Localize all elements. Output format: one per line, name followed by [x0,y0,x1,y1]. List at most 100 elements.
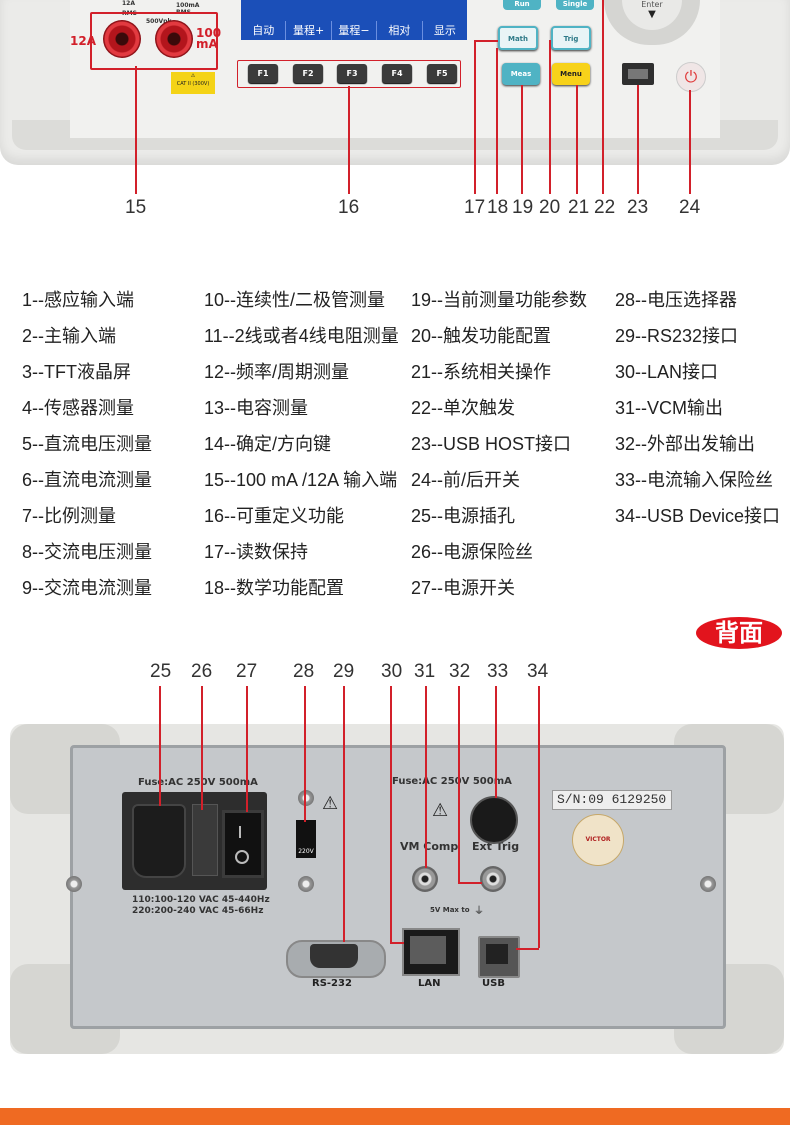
leader-20 [549,40,551,194]
callout-27: 27 [236,661,258,682]
leader-25 [159,686,161,806]
leader-28 [304,686,306,822]
vm-comp-bnc[interactable] [412,866,438,892]
legend-item: 3--TFT液晶屏 [22,362,131,382]
f3-button[interactable]: F3 [337,64,367,83]
legend-item: 7--比例测量 [22,506,116,526]
leader-18 [496,48,498,194]
callout-22: 22 [594,197,616,218]
power-inlet[interactable] [132,804,186,878]
screw [66,876,82,892]
f2-button[interactable]: F2 [293,64,323,83]
trig-button[interactable]: Trig [551,26,591,50]
single-button[interactable]: Single [556,0,594,10]
cat-warning-label: ⚠ CAT II (300V) [171,72,215,94]
f5-button[interactable]: F5 [427,64,457,83]
lan-port-inner [410,936,446,964]
ground-icon: ⏚ [474,906,484,917]
leader-24 [689,90,691,194]
legend-item: 28--电压选择器 [615,290,738,310]
warning-icon: ⚠ [190,73,196,79]
switch-off-mark [235,850,249,864]
callout-34: 34 [527,661,549,682]
callout-25: 25 [150,661,172,682]
leader-29 [343,686,345,942]
legend-item: 18--数学功能配置 [204,578,345,598]
lan-label: LAN [418,978,441,989]
callout-18: 18 [487,197,509,218]
power-fuse-holder[interactable] [192,804,218,876]
warning-icon: ⚠ [322,793,339,814]
legend-item: 14--确定/方向键 [204,434,332,454]
math-button[interactable]: Math [498,26,538,50]
menu-button[interactable]: Menu [552,63,590,85]
leader-34-h [516,948,539,950]
100ma-input-jack[interactable] [155,20,193,58]
vpk-label: 500Vpk [146,18,172,25]
screw [298,790,314,806]
ext-trig-bnc[interactable] [480,866,506,892]
rs232-label: RS-232 [312,978,352,989]
callout-21: 21 [568,197,590,218]
legend-item: 11--2线或者4线电阻测量 [204,326,399,346]
fuse-label-left: Fuse:AC 250V 500mA [138,777,258,788]
callout-16: 16 [338,197,360,218]
callout-29: 29 [333,661,355,682]
callout-24: 24 [679,197,701,218]
leader-23 [637,85,639,194]
usb-host-port[interactable] [622,63,654,85]
softkey-range-up: 量程+ [286,21,332,40]
legend-item: 27--电源开关 [411,578,516,598]
leader-30-h [390,942,404,944]
fuse-label-right: Fuse:AC 250V 500mA [392,776,512,787]
legend-item: 15--100 mA /12A 输入端 [204,470,398,490]
callout-26: 26 [191,661,213,682]
current-fuse-cap[interactable] [470,796,518,844]
chevron-down-icon: ▼ [648,9,656,20]
voltage-selector[interactable]: 220V [296,820,316,858]
usb-label: USB [482,978,505,989]
footer-bar [0,1108,790,1125]
12a-input-jack[interactable] [103,20,141,58]
legend-item: 31--VCM输出 [615,398,724,418]
ext-trig-label: Ext Trig [472,840,520,853]
max-5v-label: 5V Max to [430,906,470,914]
switch-on-mark [239,826,241,838]
legend-item: 22--单次触发 [411,398,516,418]
callout-31: 31 [414,661,436,682]
callout-19: 19 [512,197,534,218]
meas-button[interactable]: Meas [502,63,540,85]
legend-item: 21--系统相关操作 [411,362,552,382]
legend-item: 24--前/后开关 [411,470,521,490]
rs232-port-inner [310,944,358,968]
screen-softkey-bar: 自动 量程+ 量程− 相对 显示 [241,21,467,40]
legend-item: 17--读数保持 [204,542,309,562]
legend-item: 4--传感器测量 [22,398,134,418]
legend-item: 13--电容测量 [204,398,309,418]
callout-30: 30 [381,661,403,682]
vm-comp-label: VM Comp [400,840,459,853]
softkey-range-down: 量程− [332,21,378,40]
legend-item: 29--RS232接口 [615,326,739,346]
leader-34 [538,686,540,948]
leader-19 [521,85,523,194]
enter-label: Enter [641,0,663,9]
top-jack-label: 12A [122,0,135,7]
softkey-auto: 自动 [241,21,287,40]
voltage-spec-2: 220:200-240 VAC 45-66Hz [132,906,264,916]
run-button[interactable]: Run [503,0,541,10]
12a-label: 12A [70,34,96,48]
current-input-frame [90,12,218,70]
f4-button[interactable]: F4 [382,64,412,83]
legend-item: 6--直流电流测量 [22,470,152,490]
power-switch[interactable] [222,810,264,878]
leader-22 [602,0,604,194]
leader-27 [246,686,248,812]
f1-button[interactable]: F1 [248,64,278,83]
legend-item: 10--连续性/二极管测量 [204,290,386,310]
power-icon[interactable]: ⏻ [676,62,706,92]
legend-item: 20--触发功能配置 [411,326,552,346]
callout-20: 20 [539,197,561,218]
voltage-spec-1: 110:100-120 VAC 45-440Hz [132,895,270,905]
usb-icon [486,944,508,964]
